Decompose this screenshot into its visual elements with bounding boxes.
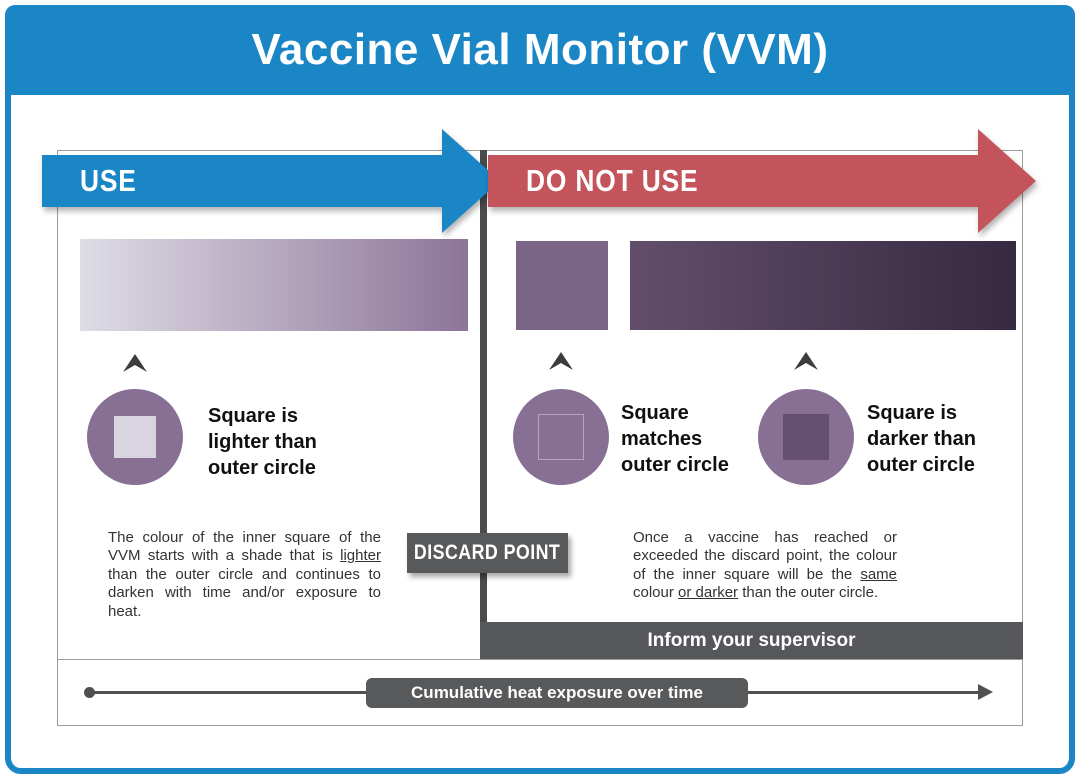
timeline-arrow-head-icon: [978, 684, 993, 700]
use-description: The colour of the inner square of the VV…: [108, 529, 381, 621]
use-arrow-label: USE: [80, 163, 137, 198]
do-not-use-arrow-label: DO NOT USE: [526, 163, 699, 198]
use-description-text-1: The colour of the inner square of the VV…: [108, 529, 381, 565]
inner-square-lighter: [114, 416, 156, 458]
vvm-gradient-bar-use: [80, 239, 468, 331]
vvm-gradient-bar-do-not-use: [630, 241, 1016, 330]
vvm-circle-lighter: [87, 389, 183, 485]
chevron-up-icon: [123, 354, 147, 372]
chevron-up-icon: [549, 352, 573, 370]
vvm-circle-match: [513, 389, 609, 485]
use-arrow-body: [42, 155, 442, 207]
dnu-description-text-1: Once a vaccine has reached or exceeded t…: [633, 529, 897, 583]
dnu-description-underlined-2: or darker: [678, 584, 739, 602]
do-not-use-arrow-head-icon: [978, 129, 1036, 233]
chevron-up-icon: [794, 352, 818, 370]
dnu-description-underlined-1: same: [860, 565, 897, 583]
caption-square-matches: Square matches outer circle: [621, 402, 729, 476]
dnu-description-text-3: than the outer circle.: [738, 584, 879, 602]
inner-square-match: [538, 414, 584, 460]
use-description-text-2: than the outer circle and continues to d…: [108, 565, 381, 620]
inner-square-darker: [783, 414, 829, 460]
caption-square-darker: Square is darker than outer circle: [867, 402, 976, 476]
do-not-use-arrow-body: [488, 155, 978, 207]
caption-square-lighter: Square is lighter than outer circle: [208, 405, 317, 479]
discard-point-label: DISCARD POINT: [414, 541, 561, 564]
header-banner: Vaccine Vial Monitor (VVM): [5, 5, 1075, 95]
use-arrow: USE: [42, 129, 542, 233]
inform-supervisor-bar: Inform your supervisor: [480, 622, 1023, 659]
discard-point-badge: DISCARD POINT: [407, 533, 568, 573]
page-title: Vaccine Vial Monitor (VVM): [251, 25, 829, 74]
vvm-circle-darker: [758, 389, 854, 485]
use-description-underlined: lighter: [340, 547, 381, 565]
timeline-label-badge: Cumulative heat exposure over time: [366, 678, 748, 708]
vvm-block-match: [516, 241, 608, 330]
discard-point-divider-line: [480, 150, 487, 659]
panel-bottom-divider: [58, 659, 1022, 660]
do-not-use-arrow: DO NOT USE: [488, 129, 1038, 233]
dnu-description-text-2: colour: [633, 584, 679, 602]
do-not-use-description: Once a vaccine has reached or exceeded t…: [633, 529, 897, 603]
